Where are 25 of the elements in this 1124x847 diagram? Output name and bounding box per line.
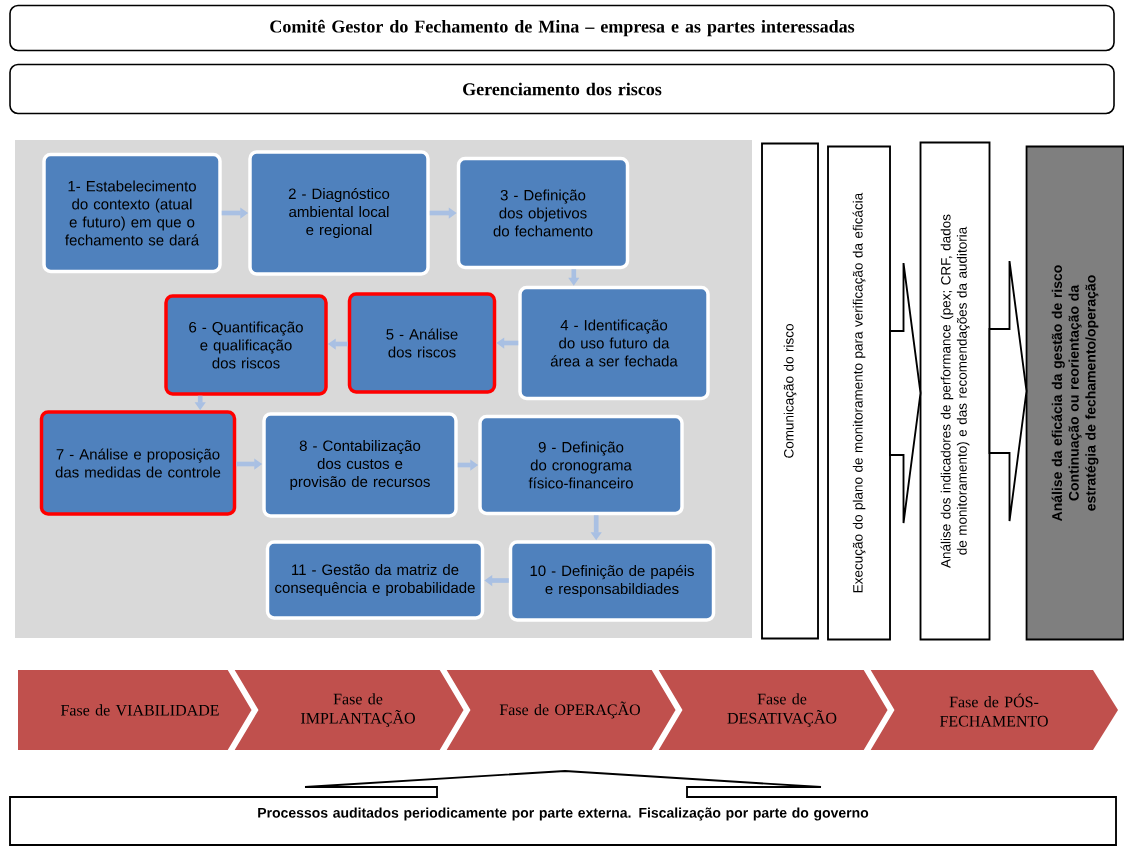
- process-box: 4 - Identificação do uso futuro da área a ser fechada: [518, 285, 710, 401]
- vertical-box: Análise da eficácia da gestão de risco Continuação ou reorientação da estratégia de fechamento/operação: [1025, 145, 1124, 641]
- vertical-box: Comunicação do risco: [761, 142, 819, 640]
- phase-label: Fase de VIABILIDADE: [60, 704, 219, 716]
- process-box: 9 - Definição do cronograma físico-financeiro: [478, 414, 684, 516]
- process-box: 10 - Definição de papéis e responsabildiades: [508, 540, 716, 622]
- phase-label: Fase de OPERAÇÃO: [499, 701, 640, 719]
- vertical-box: Análise dos indicadores de performance (pex; CRF, dados de monitoramento) e das recomendações da auditoria: [919, 141, 991, 641]
- vertical-box: Execução do plano de monitoramento para verificação da eficácia: [827, 145, 891, 641]
- phase-label: Fase de PÓS-FECHAMENTO: [939, 693, 1048, 727]
- process-box: 11 - Gestão da matriz de consequência e probabilidade: [265, 540, 485, 620]
- process-box: 8 - Contabilização dos custos e provisão de recursos: [262, 412, 458, 518]
- phase-label: Fase de IMPLANTAÇÃO: [301, 693, 415, 727]
- title-banner: Gerenciamento dos riscos: [9, 63, 1115, 115]
- callout-box: Processos auditados periodicamente por parte externa. Fiscalização por parte do governo: [9, 770, 1117, 846]
- block-arrow: [988, 260, 1028, 522]
- process-box: 5 - Análise dos riscos: [347, 292, 497, 394]
- process-box: 2 - Diagnóstico ambiental local e regional: [248, 150, 430, 276]
- process-box: 3 - Definição dos objetivos do fechamento: [456, 156, 630, 270]
- block-arrow: [889, 262, 922, 524]
- phase-label: Fase de DESATIVAÇÃO: [727, 693, 837, 727]
- process-box: 1- Estabelecimento do contexto (atual e futuro) em que o fechamento se dará: [42, 152, 222, 274]
- process-box: 6 - Quantificação e qualificação dos riscos: [164, 294, 328, 396]
- process-box: 7 - Análise e proposição das medidas de controle: [39, 410, 237, 516]
- title-banner: Comitê Gestor do Fechamento de Mina – empresa e as partes interessadas: [9, 4, 1115, 52]
